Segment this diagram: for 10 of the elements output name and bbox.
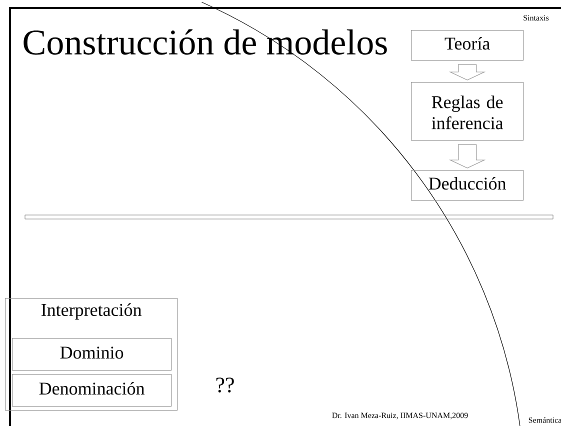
corner-label: Sintaxis <box>524 15 549 21</box>
process-box: Teoría <box>411 30 524 61</box>
block-arrow <box>448 144 486 168</box>
item-box: Dominio <box>12 338 172 371</box>
process-box: Deducción <box>411 170 524 201</box>
process-box: Reglas de inferencia <box>411 82 524 141</box>
block-arrow <box>448 64 486 80</box>
item-box: Denominación <box>12 374 172 407</box>
footer-text: Dr. Ivan Meza-Ruiz, IIMAS-UNAM,2009 <box>332 412 468 420</box>
question-marks: ?? <box>216 378 234 392</box>
